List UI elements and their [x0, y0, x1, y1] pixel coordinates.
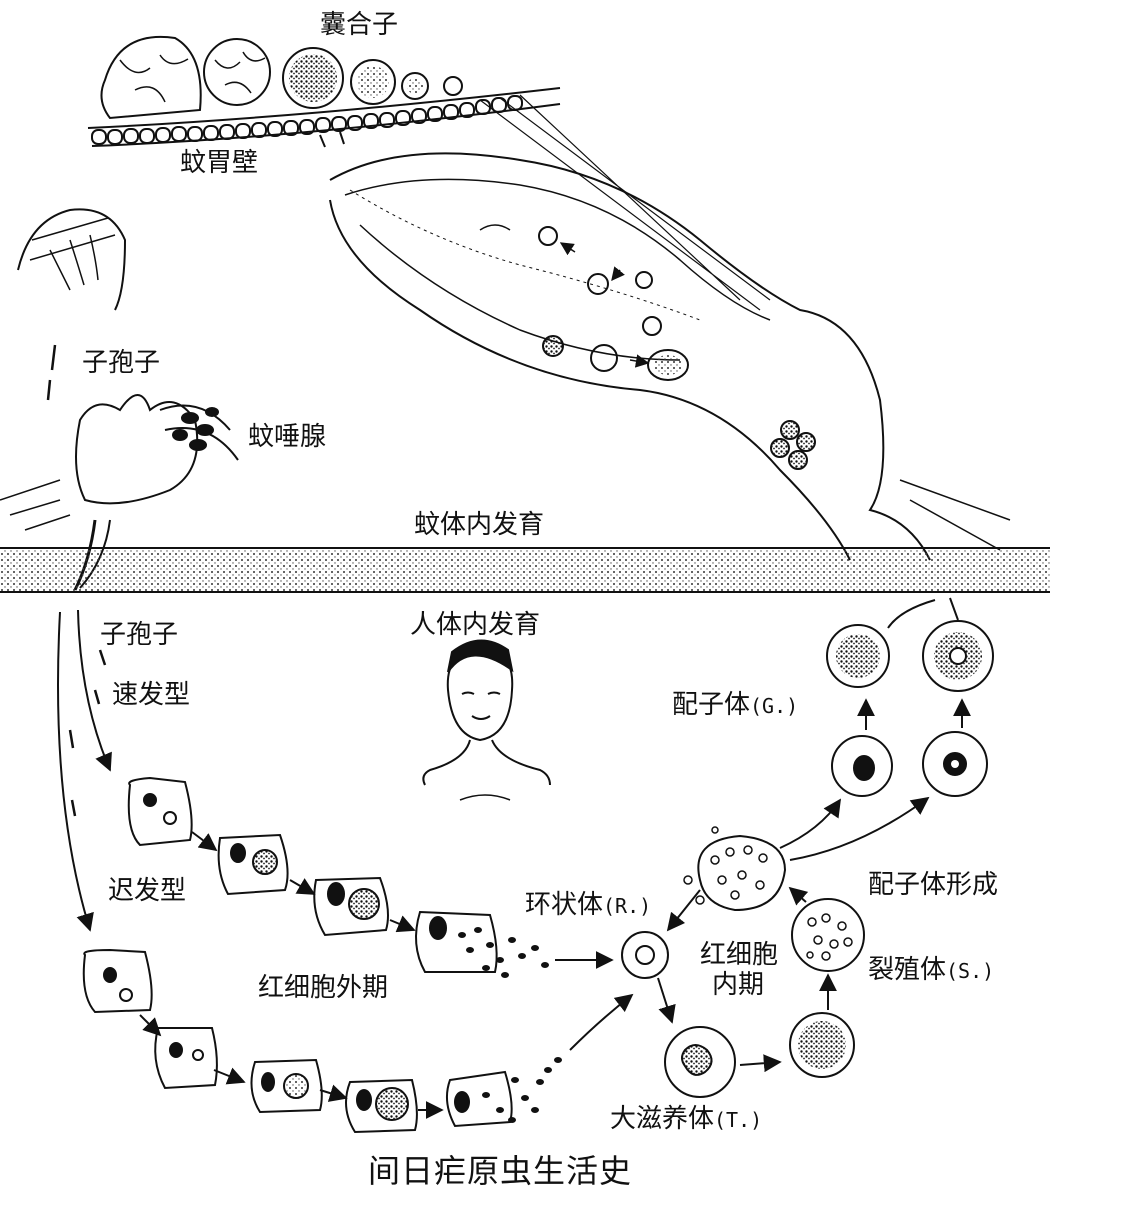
label-sporozoite-bottom: 子孢子	[100, 620, 179, 650]
schizont-abbr: (S.)	[946, 959, 995, 983]
gametocyte-abbr: (G.)	[750, 694, 799, 718]
schizont-name: 裂殖体	[868, 955, 947, 985]
trophozoite-abbr: (T.)	[714, 1108, 763, 1132]
oocysts	[100, 35, 463, 120]
label-bradysporozoite: 迟发型	[108, 876, 187, 906]
label-trophozoite: 大滋养体(T.)	[610, 1106, 762, 1132]
ring-form-abbr: (R.)	[603, 894, 652, 918]
salivary-gland-illustration	[0, 208, 239, 591]
label-exo-erythrocytic: 红细胞外期	[258, 973, 389, 1003]
brady-liver-chain	[82, 948, 634, 1134]
human-figure	[422, 639, 551, 801]
label-salivary-gland: 蚊唾腺	[248, 422, 327, 452]
ring-form-name: 环状体	[525, 890, 604, 920]
label-erythrocytic-2: 内期	[712, 970, 765, 1000]
label-tachysporozoite: 速发型	[112, 680, 191, 710]
stomach-wall-illustration	[87, 35, 561, 148]
sporozoite-arrows	[57, 609, 112, 932]
label-gametocyte-formation: 配子体形成	[868, 870, 999, 900]
stomach-wall-cells	[91, 95, 523, 145]
diagram-title: 间日疟原虫生活史	[368, 1152, 633, 1190]
mosquito-gut-illustration	[329, 94, 1011, 561]
label-sporozoite-top: 子孢子	[82, 348, 161, 378]
label-mosquito-development: 蚊体内发育	[414, 510, 545, 540]
label-gametocyte: 配子体(G.)	[672, 692, 798, 718]
label-zygote-cyst: 囊合子	[320, 10, 399, 40]
label-human-development: 人体内发育	[410, 610, 541, 640]
label-erythrocytic-1: 红细胞	[700, 940, 779, 970]
gametocyte-name: 配子体	[672, 690, 751, 720]
label-schizont: 裂殖体(S.)	[868, 957, 994, 983]
skin-layer	[0, 547, 1050, 593]
trophozoite-name: 大滋养体	[610, 1104, 715, 1134]
erythrocytic-cycle	[621, 597, 994, 1098]
label-stomach-wall: 蚊胃壁	[180, 148, 259, 178]
label-ring-form: 环状体(R.)	[525, 892, 651, 918]
tachy-liver-chain	[127, 776, 614, 978]
